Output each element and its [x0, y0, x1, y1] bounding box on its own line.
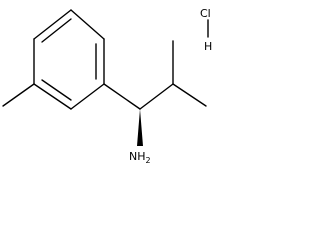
molecule-structure: NH2 Cl H — [2, 7, 212, 165]
ring-double-bond-top — [41, 18, 72, 43]
ring-to-chiral-bond — [103, 83, 141, 110]
ring-bond-bottom-left — [33, 83, 72, 110]
isopropyl-methyl-right-bond — [172, 83, 207, 107]
amine-main: NH — [129, 150, 146, 163]
amine-subscript: 2 — [146, 156, 151, 165]
ring-methyl-bond — [2, 83, 35, 107]
ring-bond-top-left — [33, 9, 72, 40]
ring-bond-bottom-right — [70, 83, 105, 110]
ring-bond-top-right — [70, 9, 105, 40]
chiral-to-isopropyl-bond — [139, 83, 174, 110]
wedge-bond-amine — [137, 109, 143, 146]
amine-label: NH2 — [129, 150, 151, 165]
benzene-ring — [33, 9, 105, 110]
salt-hydrogen-label: H — [204, 40, 212, 53]
salt-chlorine-label: Cl — [200, 7, 211, 20]
ring-double-bond-bottom — [41, 79, 72, 101]
